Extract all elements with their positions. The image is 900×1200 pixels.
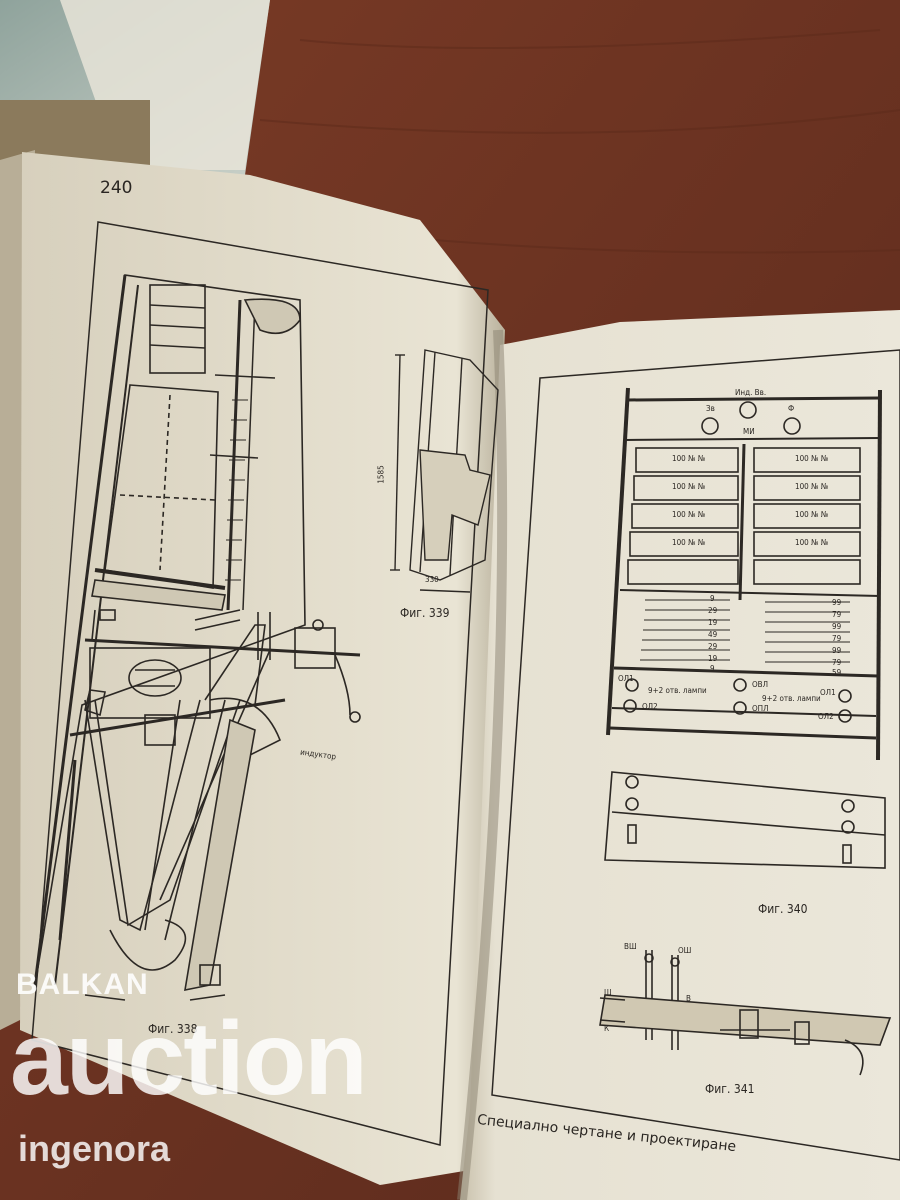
dimension-width: 330 [425,575,439,584]
left-terminal-number: 9 [710,594,715,603]
text-lamps-right: 9+2 отв. лампи [762,694,821,703]
label-osh: ОШ [678,946,692,955]
figure-338-caption: Фиг. 338 [148,1022,198,1036]
figure-339-caption: Фиг. 339 [400,606,450,620]
label-sh: Ш [604,988,612,997]
watermark-line1: BALKAN [16,968,149,1001]
right-terminal-number: 59 [832,668,842,677]
strip-label-3: 100 № № [672,510,706,519]
left-terminal-number: 19 [708,618,718,627]
label-ovl: ОВЛ [752,680,769,689]
label-ol1: ОЛ1 [618,674,634,683]
strip-label-6: 100 № № [795,482,829,491]
right-page-frame [491,349,900,1161]
figure-339-drawing [390,349,499,593]
strip-label-4: 100 № № [672,538,706,547]
strip-label-7: 100 № № [795,510,829,519]
dimension-height: 1585 [376,465,386,484]
figure-340-caption: Фиг. 340 [758,902,808,916]
right-terminal-number: 99 [832,622,842,631]
watermark-line3: ingenora [18,1128,171,1169]
figure-341-drawing [599,950,892,1076]
label-opl: ОПЛ [752,704,769,713]
right-terminal-number: 79 [832,658,842,667]
label-k: К [604,1024,610,1033]
figure-340-drawing [606,387,882,761]
strip-label-8: 100 № № [795,538,829,547]
label-zv: Зв [706,404,715,413]
label-mi: МИ [743,427,755,436]
label-vsh: ВШ [624,942,637,951]
right-page [460,310,900,1200]
figure-340-lower-strip [604,771,886,869]
figure-338-drawing [33,274,361,1001]
strip-label-5: 100 № № [795,454,829,463]
right-terminal-number: 99 [832,598,842,607]
left-terminal-number: 9 [710,664,715,673]
figure-341-caption: Фиг. 341 [705,1082,755,1096]
strip-label-2: 100 № № [672,482,706,491]
left-terminal-number: 29 [708,642,718,651]
strip-label-1: 100 № № [672,454,706,463]
text-lamps-left: 9+2 отв. лампи [648,686,707,695]
label-ol2-right: ОЛ2 [818,712,834,721]
label-ol2: ОЛ2 [642,702,658,711]
right-terminal-number: 79 [832,634,842,643]
page-number: 240 [100,178,133,198]
left-terminal-number: 19 [708,654,718,663]
left-terminal-number: 49 [708,630,718,639]
label-v: В [686,994,691,1003]
panel-top-label: Инд. Вв. [735,388,767,397]
watermark-line2: auction [10,1001,368,1117]
right-terminal-number: 79 [832,610,842,619]
label-ol1-right: ОЛ1 [820,688,836,697]
left-terminal-number: 29 [708,606,718,615]
right-terminal-number: 99 [832,646,842,655]
left-page-frame [31,221,489,1146]
label-f: Ф [788,404,795,413]
